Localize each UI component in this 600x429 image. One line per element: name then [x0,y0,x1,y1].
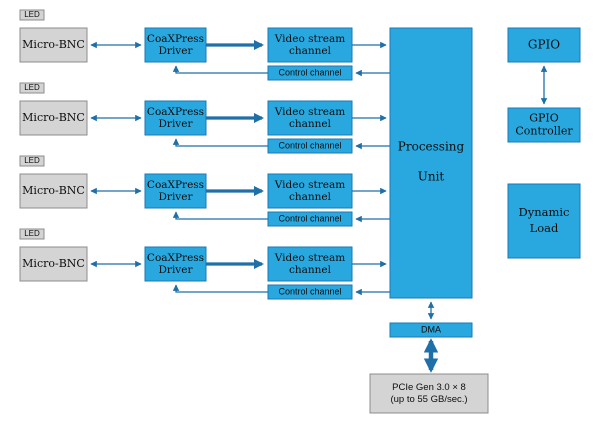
channel-2-video-stream-box [267,100,353,136]
channel-1-video-stream-label-line-1: Video stream [274,33,345,45]
channel-2-video-stream-label-line-1: Video stream [274,106,345,118]
channel-1-coaxpress-driver-label-line-1: CoaXPress [147,33,204,45]
dma-box [389,322,473,338]
channel-3-video-stream-box [267,173,353,209]
channel-4-control-driver-arrow [172,284,268,293]
channel-2-micro-bnc-box [19,100,88,136]
gpio-controller-box [507,107,581,143]
channel-3-video-stream-label-line-2: channel [289,191,332,203]
processing-unit-label-line-1: Processing [398,140,465,154]
channel-2-led-label: LED [24,83,40,92]
channel-2-coaxpress-driver-label-line-1: CoaXPress [147,106,204,118]
channel-4-video-stream-label-line-1: Video stream [274,252,345,264]
channel-2-coaxpress-driver-box [144,100,207,136]
channel-1-led-label: LED [24,10,40,19]
channel-1-video-stream-label-line-2: channel [289,45,332,57]
gpio-controller-label-line-2: Controller [515,125,573,138]
pcie-label-line-2: (up to 55 GB/sec.) [390,394,467,405]
channel-3-micro-bnc-box [19,173,88,209]
channel-1-micro-bnc-box [19,27,88,63]
channel-4-led-box [19,228,45,240]
channel-3-led-box [19,155,45,167]
channel-2-video-stream-label-line-2: channel [289,118,332,130]
processing-unit-box [389,27,473,299]
channel-3-control-channel-label: Control channel [278,213,341,223]
channel-3-coaxpress-driver-box [144,173,207,209]
channel-1-led-box [19,9,45,21]
channel-1-micro-bnc-label: Micro-BNC [22,38,85,51]
dynamic-load-label-line-2: Load [530,221,559,235]
channel-3-micro-bnc-label: Micro-BNC [22,184,85,197]
processing-unit-label-line-2: Unit [418,170,445,184]
dynamic-load-label-line-1: Dynamic [518,205,569,219]
pcie-box [369,373,489,414]
gpio-label: GPIO [528,38,560,52]
pcie-label-line-1: PCIe Gen 3.0 × 8 [392,382,466,393]
channel-3-coaxpress-driver-label-line-1: CoaXPress [147,179,204,191]
dma-label: DMA [421,324,441,334]
channel-2-control-channel-label: Control channel [278,140,341,150]
channel-4-micro-bnc-label: Micro-BNC [22,257,85,270]
channel-3-control-driver-arrow [172,211,268,220]
channel-4-coaxpress-driver-label-line-1: CoaXPress [147,252,204,264]
dynamic-load-box [507,183,581,259]
channel-2-micro-bnc-label: Micro-BNC [22,111,85,124]
channel-2-control-driver-arrow [172,138,268,147]
channel-1-control-driver-arrow [172,65,268,74]
channel-1-coaxpress-driver-box [144,27,207,63]
channel-4-coaxpress-driver-label-line-2: Driver [159,264,194,276]
channel-2-coaxpress-driver-label-line-2: Driver [159,118,194,130]
channel-3-coaxpress-driver-label-line-2: Driver [159,191,194,203]
gpio-controller-label-line-1: GPIO [529,112,559,125]
channel-4-led-label: LED [24,229,40,238]
channel-3-led-label: LED [24,156,40,165]
channel-1-control-channel-label: Control channel [278,67,341,77]
channel-4-micro-bnc-box [19,246,88,282]
channel-4-video-stream-box [267,246,353,282]
channel-3-video-stream-label-line-1: Video stream [274,179,345,191]
channel-4-video-stream-label-line-2: channel [289,264,332,276]
channel-2-led-box [19,82,45,94]
channel-1-coaxpress-driver-label-line-2: Driver [159,45,194,57]
gpio-box [507,27,581,63]
channel-4-control-channel-label: Control channel [278,286,341,296]
